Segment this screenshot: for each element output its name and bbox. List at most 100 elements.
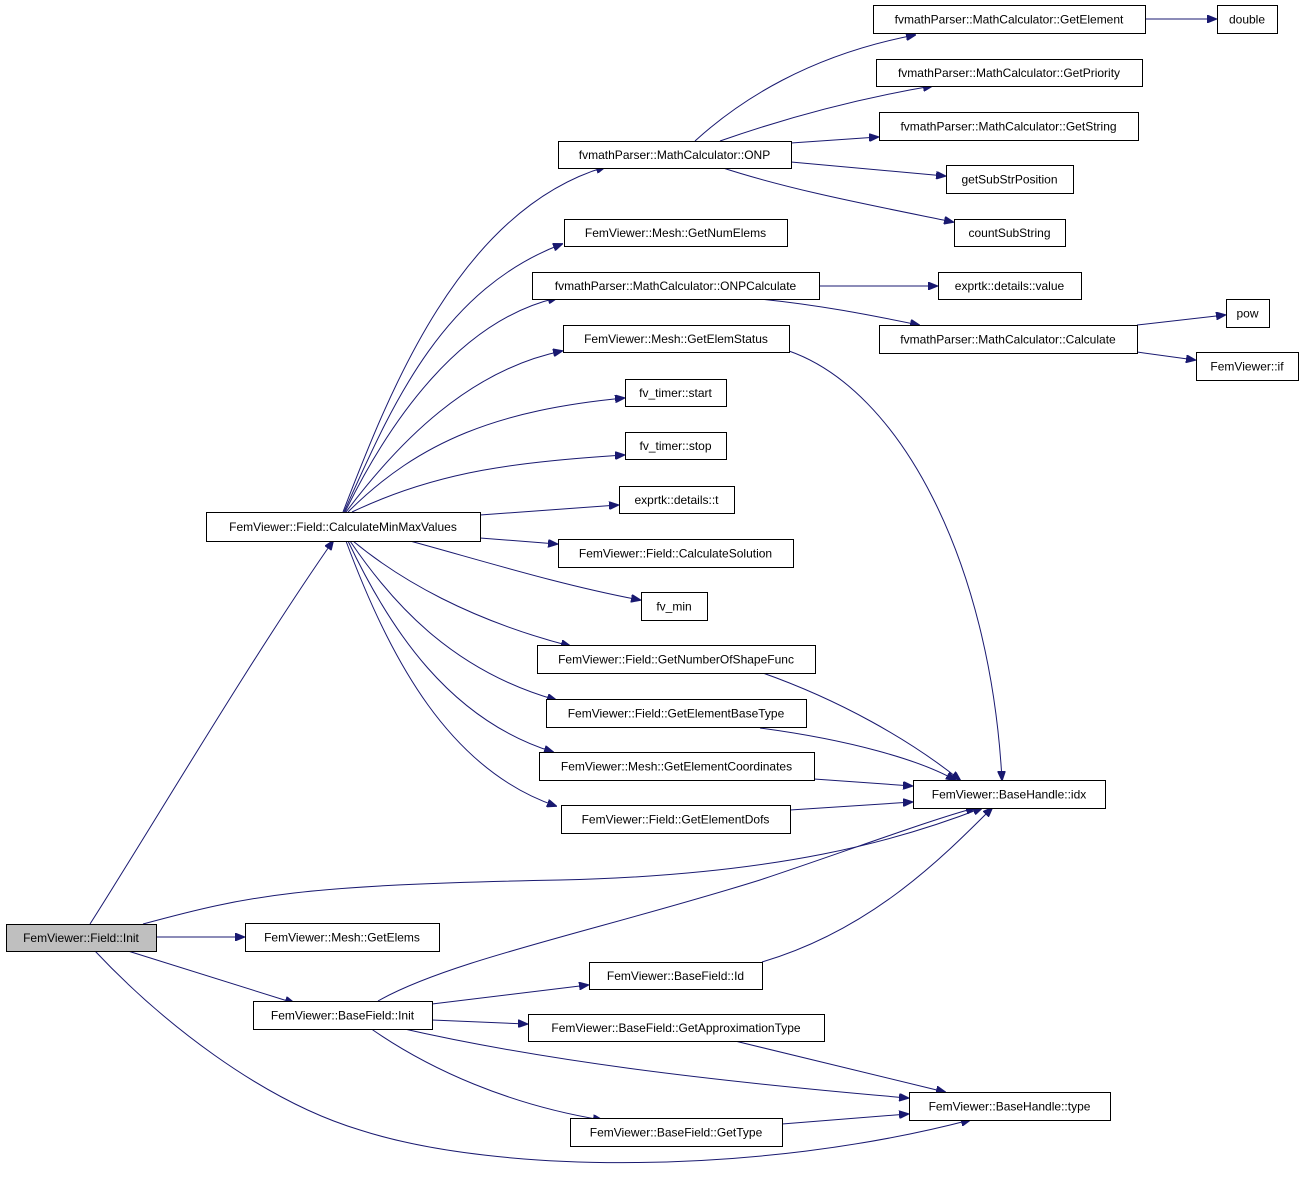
node-basehandle-type[interactable]: FemViewer::BaseHandle::type — [909, 1092, 1111, 1121]
node-label: FemViewer::BaseHandle::type — [929, 1100, 1091, 1114]
node-get-substr-pos[interactable]: getSubStrPosition — [946, 165, 1074, 194]
node-label: fvmathParser::MathCalculator::GetString — [900, 120, 1116, 134]
node-box — [641, 592, 708, 621]
node-timer-start[interactable]: fv_timer::start — [625, 379, 727, 407]
edge-calc-to-getnumelems — [343, 244, 562, 513]
node-label: fvmathParser::MathCalculator::Calculate — [900, 333, 1116, 347]
node-pow[interactable]: pow — [1226, 299, 1270, 328]
node-box — [625, 432, 727, 460]
edge-basefieldinit-to-gettype — [369, 1027, 602, 1120]
node-get-num-elems[interactable]: FemViewer::Mesh::GetNumElems — [564, 219, 788, 247]
node-box — [913, 780, 1106, 809]
node-box — [1196, 352, 1299, 381]
call-edges — [89, 19, 1225, 1164]
edge-approx-to-type — [734, 1040, 945, 1092]
node-approx-type[interactable]: FemViewer::BaseField::GetApproximationTy… — [528, 1014, 825, 1042]
edge-calculate-to-if — [1136, 351, 1195, 360]
edge-calc-to-basetype — [349, 540, 556, 700]
edge-basefieldinit-to-idx — [377, 808, 975, 1002]
node-box — [245, 923, 440, 952]
node-label: FemViewer::Mesh::GetElems — [264, 931, 420, 945]
edge-id-to-idx — [761, 808, 992, 963]
node-label: fv_min — [656, 600, 691, 614]
graph-nodes: FemViewer::Field::Init FemViewer::Field::… — [6, 5, 1299, 1147]
node-box — [206, 512, 481, 542]
edge-calc-to-onp — [342, 167, 605, 513]
node-calc-minmax[interactable]: FemViewer::Field::CalculateMinMaxValues — [206, 512, 481, 542]
node-onp[interactable]: fvmathParser::MathCalculator::ONP — [558, 141, 792, 169]
edge-basetype-to-idx — [759, 727, 955, 780]
node-onp-calculate[interactable]: fvmathParser::MathCalculator::ONPCalcula… — [532, 272, 820, 300]
node-box — [558, 141, 792, 169]
edge-calc-to-exprtkt — [479, 505, 618, 516]
node-box — [558, 539, 794, 568]
node-label: double — [1229, 13, 1265, 27]
edge-onp-to-getstring — [790, 137, 878, 144]
edge-calc-to-elemstatus — [345, 351, 562, 513]
node-num-shape-func[interactable]: FemViewer::Field::GetNumberOfShapeFunc — [537, 645, 816, 674]
node-field-init[interactable]: FemViewer::Field::Init — [6, 924, 157, 952]
node-label: fvmathParser::MathCalculator::GetPriorit… — [898, 66, 1120, 80]
node-label: countSubString — [968, 226, 1050, 240]
node-fv-min[interactable]: fv_min — [641, 592, 708, 621]
node-elem-base-type[interactable]: FemViewer::Field::GetElementBaseType — [546, 699, 807, 728]
node-box — [625, 379, 727, 407]
node-label: FemViewer::Field::Init — [23, 931, 139, 945]
node-get-string[interactable]: fvmathParser::MathCalculator::GetString — [879, 112, 1139, 141]
node-label: FemViewer::BaseHandle::idx — [932, 788, 1087, 802]
node-get-priority[interactable]: fvmathParser::MathCalculator::GetPriorit… — [876, 59, 1143, 87]
node-basefield-init[interactable]: FemViewer::BaseField::Init — [253, 1001, 433, 1030]
node-box — [546, 699, 807, 728]
node-calculate[interactable]: fvmathParser::MathCalculator::Calculate — [879, 325, 1138, 354]
edge-basefieldinit-to-approx — [431, 1019, 527, 1024]
node-count-substring[interactable]: countSubString — [954, 219, 1066, 247]
edge-shapefunc-to-idx — [759, 671, 960, 780]
edge-calculate-to-pow — [1136, 315, 1225, 326]
edge-basefieldinit-to-type — [399, 1027, 908, 1098]
node-label: FemViewer::BaseField::GetApproximationTy… — [551, 1021, 801, 1035]
edge-onp-to-getelement — [694, 35, 915, 142]
node-label: fvmathParser::MathCalculator::ONPCalcula… — [555, 279, 797, 293]
edge-elemstatus-to-idx — [788, 350, 1002, 780]
node-basefield-gettype[interactable]: FemViewer::BaseField::GetType — [570, 1118, 783, 1147]
node-label: FemViewer::Field::CalculateMinMaxValues — [229, 520, 457, 534]
node-exprtk-t[interactable]: exprtk::details::t — [619, 486, 735, 514]
node-label: fv_timer::start — [639, 386, 712, 400]
node-label: FemViewer::Field::GetElementBaseType — [568, 707, 785, 721]
node-basehandle-idx[interactable]: FemViewer::BaseHandle::idx — [913, 780, 1106, 809]
node-exprtk-value[interactable]: exprtk::details::value — [938, 272, 1082, 300]
node-label: FemViewer::Field::GetElementDofs — [582, 813, 770, 827]
edge-onp-to-substrpos — [790, 161, 945, 176]
node-timer-stop[interactable]: fv_timer::stop — [625, 432, 727, 460]
node-basefield-id[interactable]: FemViewer::BaseField::Id — [589, 962, 763, 990]
node-label: getSubStrPosition — [961, 173, 1057, 187]
node-box — [570, 1118, 783, 1147]
node-box — [946, 165, 1074, 194]
edge-gettype-to-type — [781, 1114, 908, 1125]
node-label: FemViewer::Mesh::GetNumElems — [585, 226, 766, 240]
node-fv-if[interactable]: FemViewer::if — [1196, 352, 1299, 381]
edge-calc-to-shapefunc — [352, 540, 570, 646]
node-get-elem-status[interactable]: FemViewer::Mesh::GetElemStatus — [563, 325, 790, 353]
node-label: FemViewer::BaseField::Init — [271, 1009, 415, 1023]
node-box — [873, 5, 1146, 34]
edge-calc-to-dofs — [345, 540, 556, 806]
node-mesh-getelems[interactable]: FemViewer::Mesh::GetElems — [245, 923, 440, 952]
node-label: FemViewer::Field::GetNumberOfShapeFunc — [558, 653, 794, 667]
edge-onp-to-countsubstr — [719, 166, 953, 222]
node-calc-solution[interactable]: FemViewer::Field::CalculateSolution — [558, 539, 794, 568]
node-elem-coords[interactable]: FemViewer::Mesh::GetElementCoordinates — [539, 752, 815, 781]
node-label: FemViewer::BaseField::GetType — [590, 1126, 763, 1140]
node-box — [876, 59, 1143, 87]
node-label: pow — [1236, 307, 1258, 321]
node-get-element[interactable]: fvmathParser::MathCalculator::GetElement — [873, 5, 1146, 34]
node-elem-dofs[interactable]: FemViewer::Field::GetElementDofs — [561, 805, 791, 834]
node-label: exprtk::details::value — [955, 279, 1065, 293]
node-double[interactable]: double — [1217, 5, 1278, 34]
edge-calc-to-fvmin — [409, 540, 640, 600]
node-label: fvmathParser::MathCalculator::GetElement — [895, 13, 1124, 27]
edge-init-to-idx — [142, 808, 982, 925]
node-label: FemViewer::Mesh::GetElementCoordinates — [561, 760, 792, 774]
node-label: FemViewer::BaseField::Id — [607, 969, 744, 983]
edge-calc-to-timerstop — [351, 455, 624, 513]
